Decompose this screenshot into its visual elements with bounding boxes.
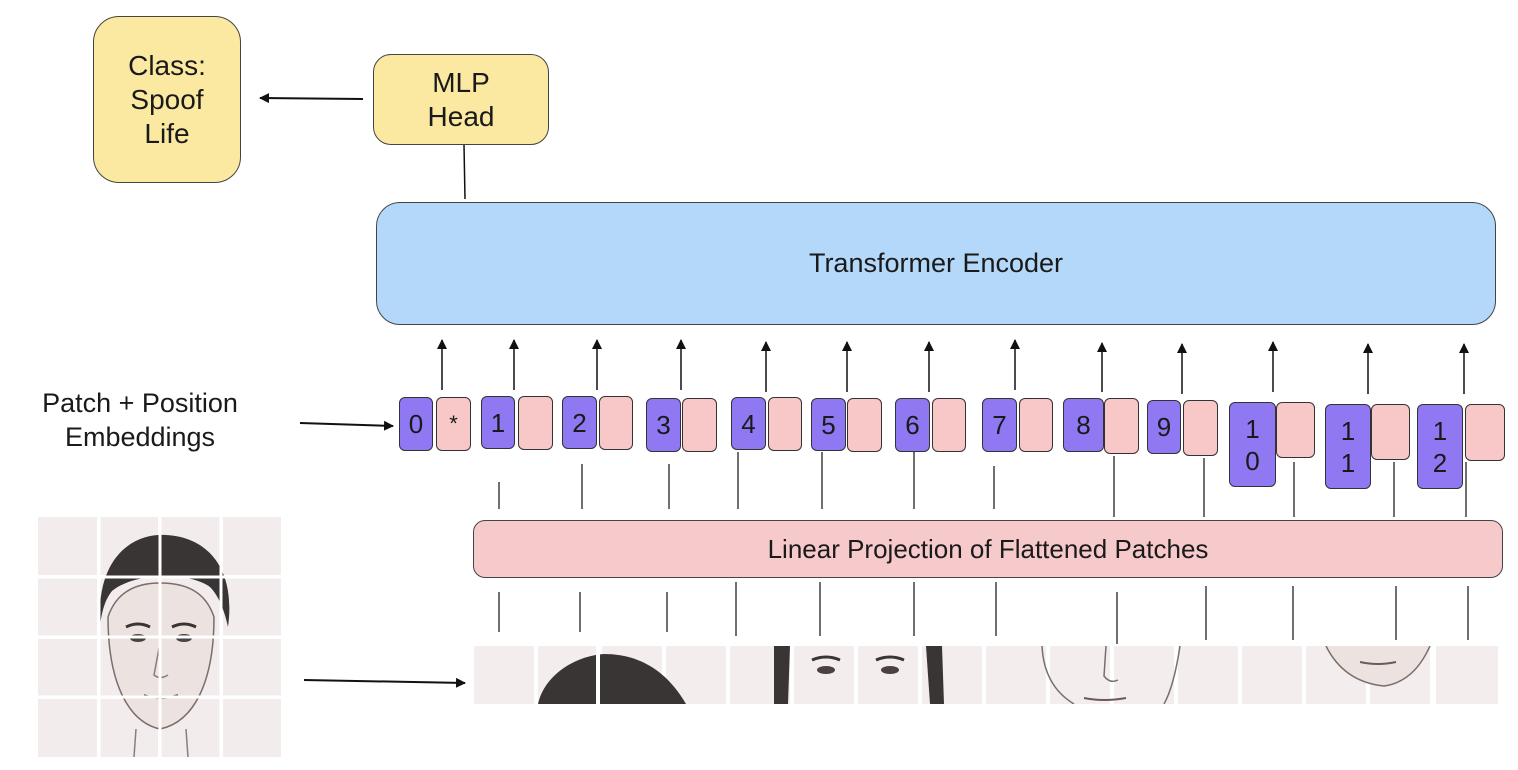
patch-to-projection-lines <box>498 582 1469 644</box>
flattened-patch-illustrations <box>538 646 1431 704</box>
embeddings-label-line-1: Patch + Position <box>42 388 238 418</box>
patch-token-6 <box>932 398 966 452</box>
face-patch <box>222 699 281 757</box>
flattened-patch <box>1050 646 1110 704</box>
position-token-10-digit-2: 0 <box>1245 445 1260 476</box>
transformer-encoder-label: Transformer Encoder <box>808 248 1064 278</box>
face-patch <box>38 699 97 757</box>
face-patch <box>38 517 97 575</box>
patch-token-2 <box>599 396 633 450</box>
patch-token-3 <box>682 398 717 452</box>
patch-token-9 <box>1183 400 1218 456</box>
flattened-patch <box>986 646 1046 704</box>
linear-projection-label: Linear Projection of Flattened Patches <box>767 533 1209 564</box>
position-token-3: 3 <box>646 398 681 452</box>
position-token-4: 4 <box>731 397 766 450</box>
face-patch <box>222 517 281 575</box>
patch-token-1 <box>518 396 553 450</box>
position-token-12-digit-2: 2 <box>1432 447 1448 478</box>
mlp-line-2: Head <box>427 100 495 132</box>
position-token-7: 7 <box>982 398 1017 452</box>
position-token-11: 1 1 <box>1325 404 1371 489</box>
arrow-embeddings-label <box>299 420 394 431</box>
face-patch <box>222 638 281 697</box>
flattened-patch <box>1178 646 1238 704</box>
flattened-patch <box>1436 646 1498 704</box>
patch-token-7 <box>1019 398 1053 452</box>
position-token-5: 5 <box>811 398 846 451</box>
face-illustration <box>38 517 281 757</box>
class-line-1: Class: <box>128 49 206 81</box>
position-token-11-digit-1: 1 <box>1340 415 1356 446</box>
position-token-8: 8 <box>1063 398 1104 452</box>
patch-token-5 <box>847 398 882 452</box>
arrow-mlp-to-class <box>259 93 364 104</box>
flattened-patch <box>1242 646 1302 704</box>
class-line-2: Spoof <box>130 83 204 115</box>
class-line-3: Life <box>144 117 190 149</box>
position-token-10: 1 0 <box>1229 402 1276 487</box>
class-output-box: Class: Spoof Life <box>93 16 241 183</box>
patch-token-11 <box>1371 404 1410 460</box>
transformer-encoder-box: Transformer Encoder <box>376 202 1496 325</box>
mlp-line-1: MLP <box>432 66 490 98</box>
face-patch <box>38 577 97 636</box>
patch-token-12 <box>1465 404 1505 461</box>
flattened-patch <box>474 646 534 704</box>
projection-to-token-lines <box>498 452 1467 517</box>
flattened-patch <box>1114 646 1174 704</box>
position-token-12: 1 2 <box>1417 404 1463 489</box>
arrow-image-to-patches <box>303 677 466 688</box>
patch-token-10 <box>1276 402 1315 458</box>
position-token-1: 1 <box>481 396 515 449</box>
position-token-12-digit-1: 1 <box>1432 415 1448 446</box>
linear-projection-box: Linear Projection of Flattened Patches <box>473 520 1503 578</box>
position-token-9: 9 <box>1147 400 1181 454</box>
mlp-head-box: MLP Head <box>373 54 549 145</box>
position-token-0: 0 <box>399 397 433 451</box>
position-token-2: 2 <box>562 396 597 449</box>
position-token-10-digit-1: 1 <box>1245 413 1260 444</box>
position-token-11-digit-2: 1 <box>1340 447 1356 478</box>
patch-token-8 <box>1104 398 1139 454</box>
patch-token-0: * <box>436 397 471 451</box>
face-patch <box>38 638 97 697</box>
embeddings-label-line-2: Embeddings <box>64 422 216 452</box>
token-up-arrows <box>437 339 1469 394</box>
embeddings-label: Patch + Position Embeddings <box>10 386 270 454</box>
position-token-6: 6 <box>895 398 930 452</box>
face-patch <box>222 577 281 636</box>
line-encoder-to-mlp <box>463 144 466 200</box>
patch-token-4 <box>768 397 802 451</box>
